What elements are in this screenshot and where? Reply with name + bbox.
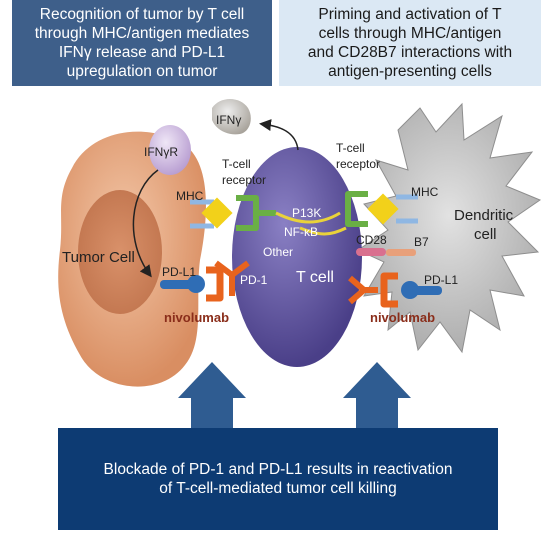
tcr-right-label-2: receptor xyxy=(336,157,380,171)
ifny-label: IFNγ xyxy=(216,113,241,127)
ifny-molecule xyxy=(212,99,251,135)
cd28-bar xyxy=(356,248,386,256)
cd28-label: CD28 xyxy=(356,233,387,247)
pd1-left xyxy=(206,266,224,302)
up-arrow-left xyxy=(178,362,246,430)
ifnyr-label: IFNγR xyxy=(144,145,178,159)
t-cell-shape xyxy=(232,147,362,367)
header-right-line: Priming and activation of T xyxy=(318,6,502,23)
signal-line-left xyxy=(275,211,341,224)
upregulation-arrow xyxy=(132,169,159,278)
b7-label: B7 xyxy=(414,235,429,249)
nivolumab-left xyxy=(214,260,250,296)
mhc-right-complex xyxy=(367,193,418,225)
p13k-label: P13K xyxy=(292,206,321,220)
header-left-line: IFNγ release and PD-L1 xyxy=(58,44,226,61)
tcr-left xyxy=(236,195,276,231)
footer-panel: Blockade of PD-1 and PD-L1 results in re… xyxy=(58,428,498,530)
mhc-left-label: MHC xyxy=(176,189,204,203)
mhc-right-label: MHC xyxy=(411,185,439,199)
up-arrow-right xyxy=(343,362,411,430)
nfkb-label: NF-κB xyxy=(284,225,318,239)
dendritic-cell-label-1: Dendritic xyxy=(454,207,514,224)
release-arrow xyxy=(259,119,299,151)
tumor-nucleus xyxy=(78,190,162,314)
tcr-left-label-1: T-cell xyxy=(222,157,251,171)
nivolumab-left-label: nivolumab xyxy=(164,310,229,325)
footer-line: of T-cell-mediated tumor cell killing xyxy=(159,480,397,497)
pdl1-right-label: PD-L1 xyxy=(424,273,458,287)
b7-bar xyxy=(386,249,416,256)
pdl1-left xyxy=(160,275,205,293)
mhc-left-complex xyxy=(190,197,233,229)
header-left-line: Recognition of tumor by T cell xyxy=(39,6,245,23)
tcr-right xyxy=(345,191,368,227)
nivolumab-right xyxy=(348,275,378,305)
footer-line: Blockade of PD-1 and PD-L1 results in re… xyxy=(103,461,453,478)
signal-line-right xyxy=(299,226,347,236)
tcr-left-label-2: receptor xyxy=(222,173,266,187)
header-left-line: upregulation on tumor xyxy=(66,63,218,80)
pd1-right xyxy=(380,272,398,308)
nivolumab-right-label: nivolumab xyxy=(370,310,435,325)
tcr-right-label-1: T-cell xyxy=(336,141,365,155)
pdl1-left-label: PD-L1 xyxy=(162,265,196,279)
header-left-line: through MHC/antigen mediates xyxy=(34,25,250,42)
ifnyr-receptor xyxy=(149,125,191,175)
t-cell-label: T cell xyxy=(296,269,334,286)
header-left-panel: Recognition of tumor by T cell through M… xyxy=(12,0,272,86)
dendritic-cell-label-2: cell xyxy=(474,226,497,243)
tumor-cell-label: Tumor Cell xyxy=(62,249,135,266)
header-right-panel: Priming and activation of T cells throug… xyxy=(279,0,541,86)
pdl1-right xyxy=(401,281,442,299)
header-right-line: and CD28B7 interactions with xyxy=(307,44,513,61)
header-right-line: antigen-presenting cells xyxy=(328,63,492,80)
header-right-line: cells through MHC/antigen xyxy=(318,25,502,42)
other-label: Other xyxy=(263,245,293,259)
pd1-label: PD-1 xyxy=(240,273,268,287)
